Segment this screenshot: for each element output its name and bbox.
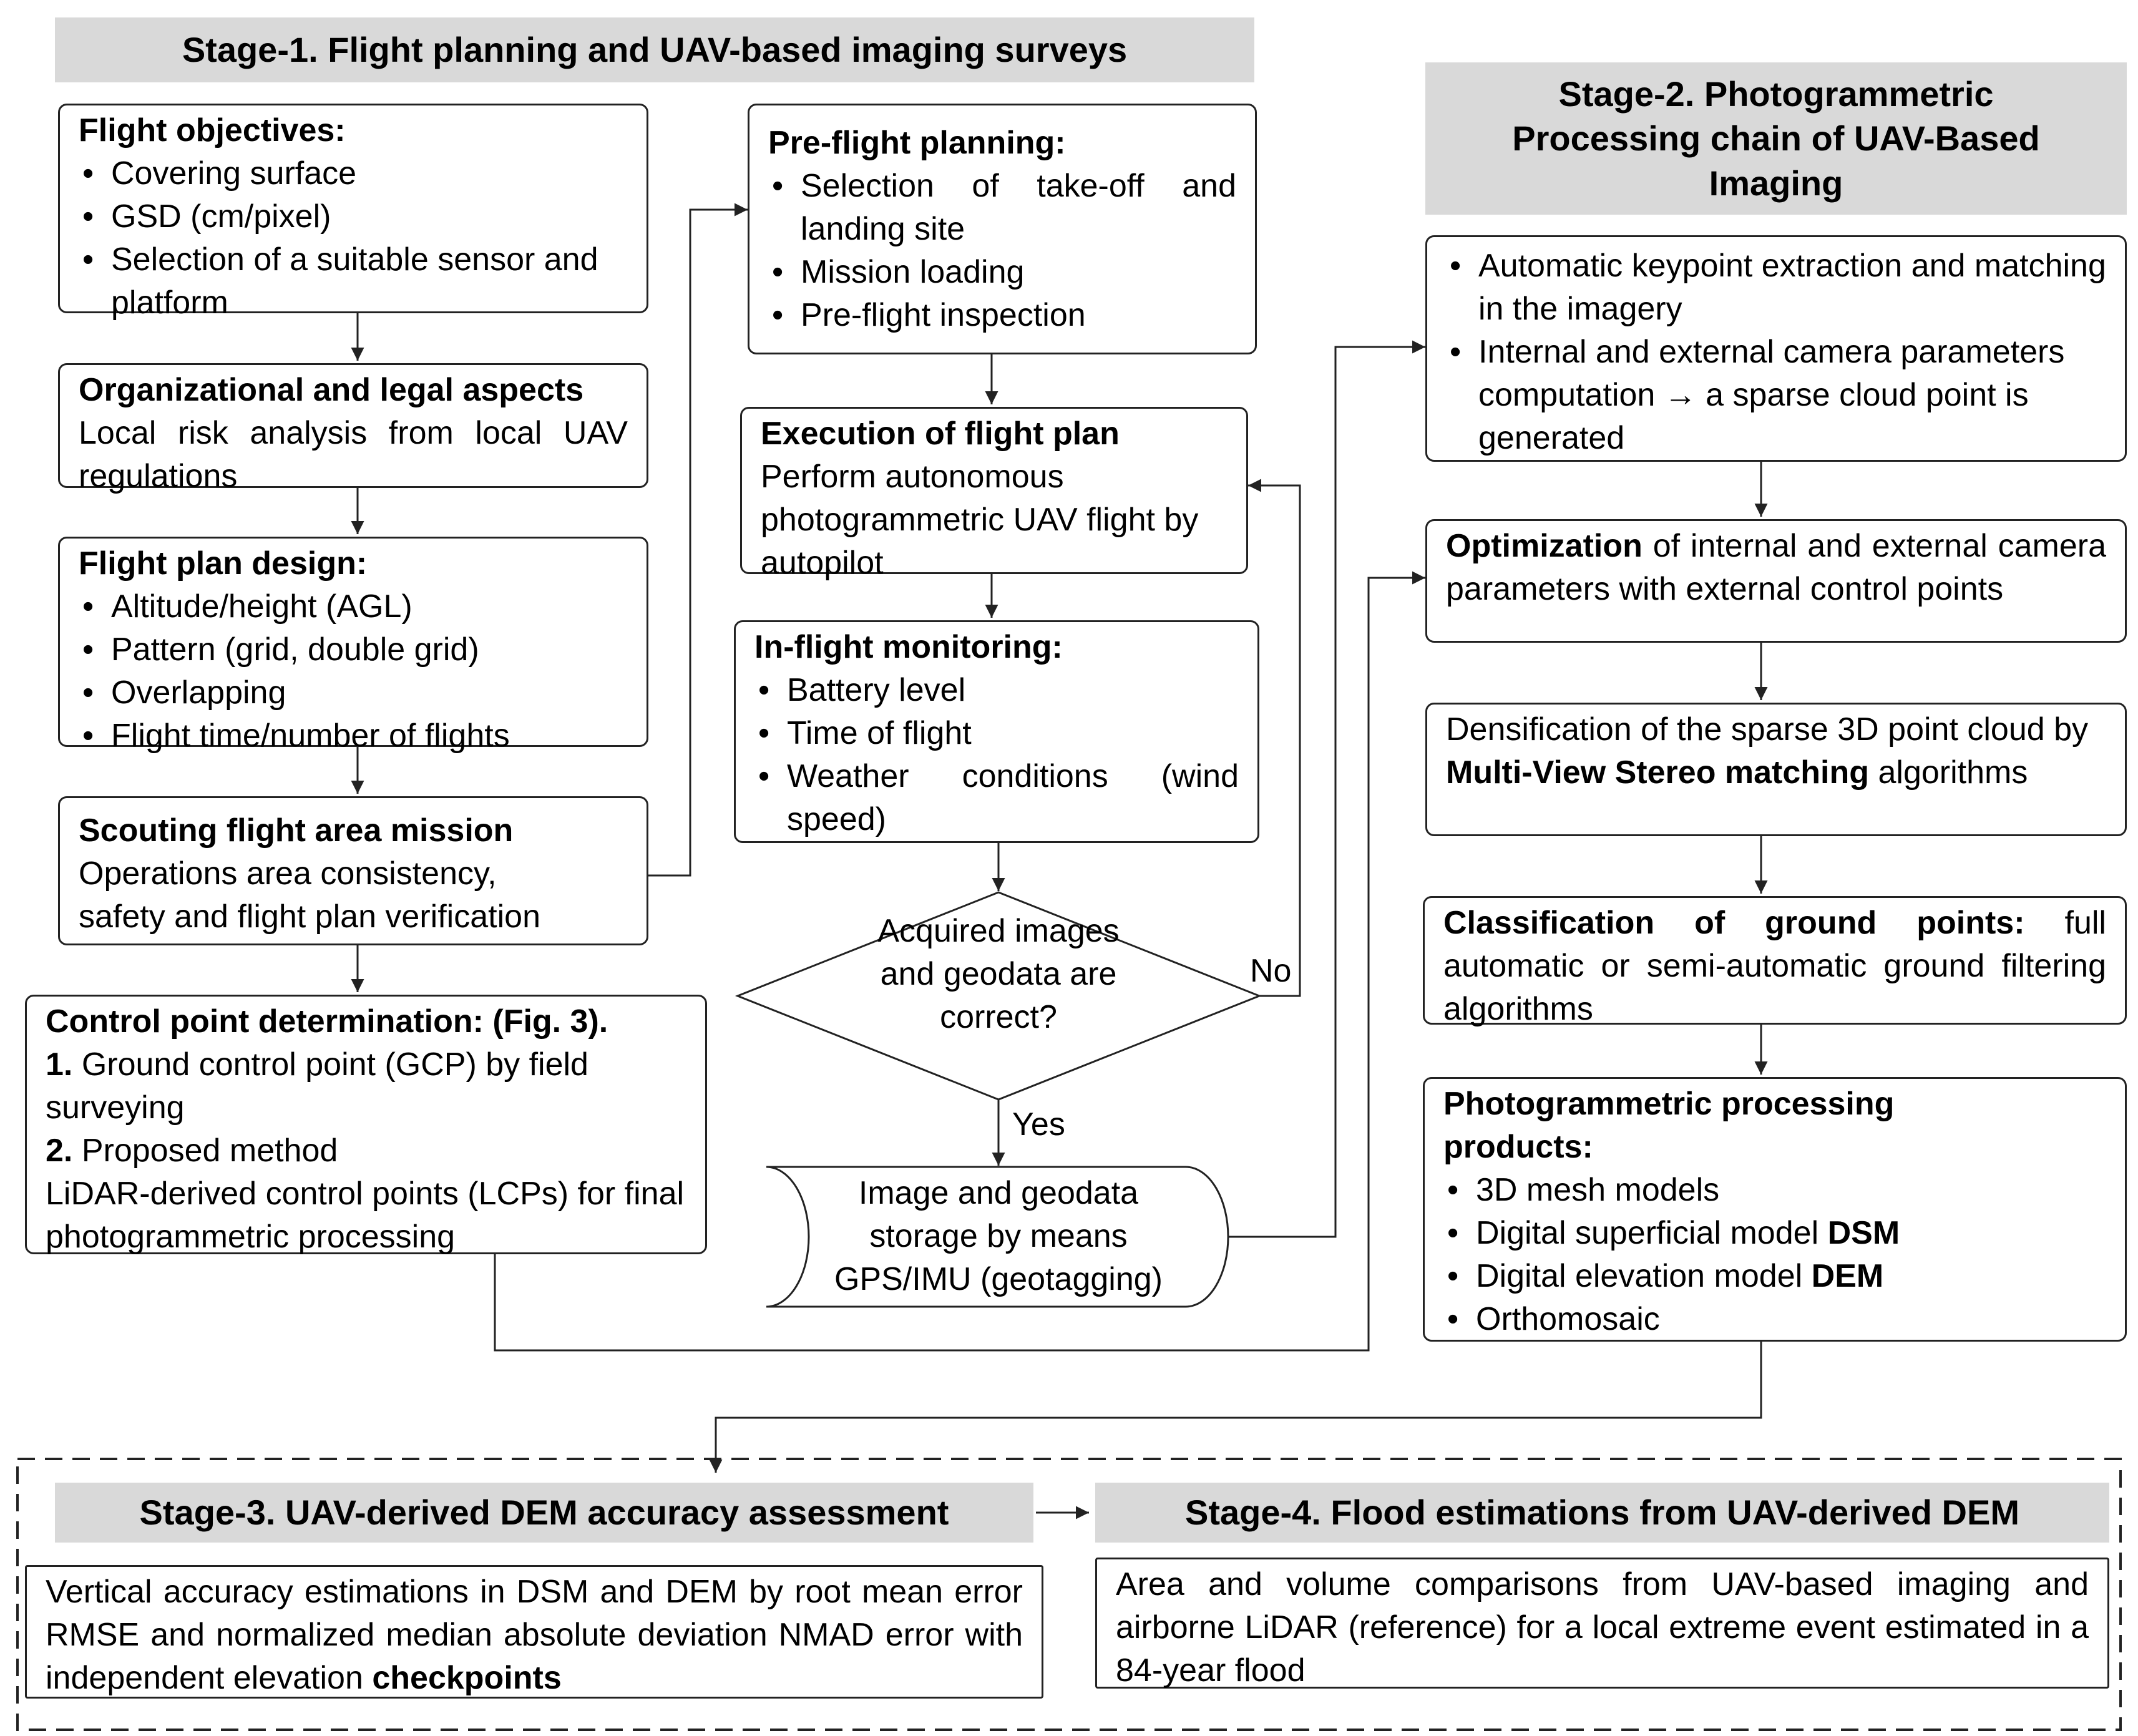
photogrammetric-products-box: Photogrammetric processing products: 3D … bbox=[1423, 1077, 2127, 1342]
pre-flight-planning-item: Pre-flight inspection bbox=[768, 294, 1236, 337]
control-point-number: 1. bbox=[46, 1046, 73, 1083]
products-dsm-text: Digital superficial model bbox=[1476, 1215, 1819, 1251]
legal-aspects-box: Organizational and legal aspects Local r… bbox=[58, 363, 648, 494]
keypoint-extraction-item: Internal and external camera parameters … bbox=[1446, 331, 2106, 460]
scouting-mission-box: Scouting flight area mission Operations … bbox=[58, 796, 648, 945]
control-point-item-2: 2. Proposed method bbox=[46, 1129, 686, 1173]
flight-objectives-item: Covering surface bbox=[79, 152, 628, 195]
storage-shape bbox=[766, 1166, 1229, 1308]
control-point-number: 2. bbox=[46, 1133, 73, 1169]
photogrammetric-products-item: Digital superficial model DSM bbox=[1443, 1212, 2106, 1255]
classification-bold: Classification of ground points: bbox=[1443, 905, 2025, 941]
execution-flight-plan-title: Execution of flight plan bbox=[761, 416, 1120, 452]
stage34-dashed-frame bbox=[16, 1458, 2122, 1731]
stage3-accuracy-text: Vertical accuracy estimations in DSM and… bbox=[46, 1571, 1023, 1700]
in-flight-monitoring-item: Time of flight bbox=[754, 712, 1239, 755]
densification-box: Densification of the sparse 3D point clo… bbox=[1425, 703, 2127, 836]
arrow-storage-to-keypoint bbox=[1228, 340, 1425, 1238]
in-flight-monitoring-box: In-flight monitoring: Battery level Time… bbox=[734, 620, 1259, 843]
products-dem-text: Digital elevation model bbox=[1476, 1258, 1803, 1294]
control-point-text: Ground control point (GCP) by field surv… bbox=[46, 1046, 588, 1126]
execution-flight-plan-text: Perform autonomous photogrammetric UAV f… bbox=[761, 459, 1199, 581]
scouting-mission-title: Scouting flight area mission bbox=[79, 812, 514, 849]
control-point-item-1: 1. Ground control point (GCP) by field s… bbox=[46, 1043, 686, 1129]
photogrammetric-products-title: Photogrammetric processing products: bbox=[1443, 1086, 1895, 1165]
pre-flight-planning-item: Selection of take-off and landing site bbox=[768, 165, 1236, 251]
pre-flight-planning-title: Pre-flight planning: bbox=[768, 125, 1066, 161]
photogrammetric-products-item: Orthomosaic bbox=[1443, 1298, 2106, 1341]
pre-flight-planning-item: Mission loading bbox=[768, 251, 1236, 294]
optimization-box: Optimization of internal and external ca… bbox=[1425, 519, 2127, 643]
flight-objectives-box: Flight objectives: Covering surface GSD … bbox=[58, 104, 648, 321]
stage4-flood-text: Area and volume comparisons from UAV-bas… bbox=[1116, 1566, 2089, 1689]
optimization-bold: Optimization bbox=[1446, 528, 1643, 564]
decision-yes-label: Yes bbox=[1012, 1106, 1065, 1143]
optimization-rest: of internal and external camera paramete… bbox=[1446, 528, 2106, 607]
control-point-box: Control point determination: (Fig. 3). 1… bbox=[25, 995, 707, 1255]
densification-text: Densification of the sparse 3D point clo… bbox=[1446, 708, 2106, 794]
flight-plan-design-item: Pattern (grid, double grid) bbox=[79, 628, 628, 671]
arrow-scouting-to-preflight bbox=[648, 203, 748, 877]
flight-plan-design-title: Flight plan design: bbox=[79, 545, 368, 582]
photogrammetric-products-item: Digital elevation model DEM bbox=[1443, 1255, 2106, 1298]
flight-objectives-title: Flight objectives: bbox=[79, 112, 346, 149]
densification-post: algorithms bbox=[1878, 754, 2028, 791]
stage1-header: Stage-1. Flight planning and UAV-based i… bbox=[55, 17, 1254, 82]
classification-rest: full automatic or semi-automatic ground … bbox=[1443, 905, 2106, 1027]
stage3-text: Vertical accuracy estimations in DSM and… bbox=[46, 1574, 1023, 1696]
execution-flight-plan-box: Execution of flight plan Perform autonom… bbox=[740, 407, 1248, 581]
flight-plan-design-box: Flight plan design: Altitude/height (AGL… bbox=[58, 537, 648, 758]
flight-objectives-item: Selection of a suitable sensor and platf… bbox=[79, 238, 628, 324]
stage3-header: Stage-3. UAV-derived DEM accuracy assess… bbox=[55, 1483, 1033, 1543]
photogrammetric-products-item: 3D mesh models bbox=[1443, 1169, 2106, 1212]
products-dem-bold: DEM bbox=[1811, 1258, 1884, 1294]
arrow-control-to-optimization bbox=[494, 571, 1425, 1352]
stage3-bold: checkpoints bbox=[372, 1660, 562, 1696]
optimization-text: Optimization of internal and external ca… bbox=[1446, 525, 2106, 611]
classification-box: Classification of ground points: full au… bbox=[1423, 896, 2127, 1027]
decision-no-label: No bbox=[1250, 953, 1292, 989]
flight-objectives-item: GSD (cm/pixel) bbox=[79, 195, 628, 238]
control-point-title: Control point determination: (Fig. 3). bbox=[46, 1003, 608, 1040]
classification-text: Classification of ground points: full au… bbox=[1443, 902, 2106, 1031]
stage3-accuracy-box: Vertical accuracy estimations in DSM and… bbox=[25, 1565, 1043, 1699]
storage-text: Image and geodata storage by means GPS/I… bbox=[834, 1175, 1163, 1297]
legal-aspects-title: Organizational and legal aspects bbox=[79, 372, 584, 408]
pre-flight-planning-box: Pre-flight planning: Selection of take-o… bbox=[748, 104, 1257, 354]
arrow-decision-no bbox=[1248, 479, 1301, 997]
stage4-header: Stage-4. Flood estimations from UAV-deri… bbox=[1095, 1483, 2109, 1543]
scouting-mission-text: Operations area consistency, safety and … bbox=[79, 856, 540, 935]
in-flight-monitoring-title: In-flight monitoring: bbox=[754, 629, 1063, 665]
decision-text: Acquired images and geodata are correct? bbox=[877, 913, 1120, 1035]
stage4-flood-box: Area and volume comparisons from UAV-bas… bbox=[1095, 1558, 2109, 1689]
arrow-products-to-stage3 bbox=[709, 1342, 1762, 1473]
legal-aspects-text: Local risk analysis from local UAV regul… bbox=[79, 415, 628, 494]
products-dsm-bold: DSM bbox=[1827, 1215, 1900, 1251]
control-point-item-3: LiDAR-derived control points (LCPs) for … bbox=[46, 1176, 685, 1255]
keypoint-extraction-item: Automatic keypoint extraction and matchi… bbox=[1446, 245, 2106, 331]
densification-pre: Densification of the sparse 3D point clo… bbox=[1446, 711, 2089, 748]
in-flight-monitoring-item: Weather conditions (wind speed) bbox=[754, 755, 1239, 841]
control-point-text: Proposed method bbox=[81, 1133, 338, 1169]
stage2-header: Stage-2. Photogrammetric Processing chai… bbox=[1425, 62, 2127, 215]
flight-plan-design-item: Flight time/number of flights bbox=[79, 714, 628, 758]
densification-bold: Multi-View Stereo matching bbox=[1446, 754, 1870, 791]
in-flight-monitoring-item: Battery level bbox=[754, 669, 1239, 712]
keypoint-extraction-box: Automatic keypoint extraction and matchi… bbox=[1425, 235, 2127, 462]
flight-plan-design-item: Overlapping bbox=[79, 671, 628, 714]
flight-plan-design-item: Altitude/height (AGL) bbox=[79, 585, 628, 628]
